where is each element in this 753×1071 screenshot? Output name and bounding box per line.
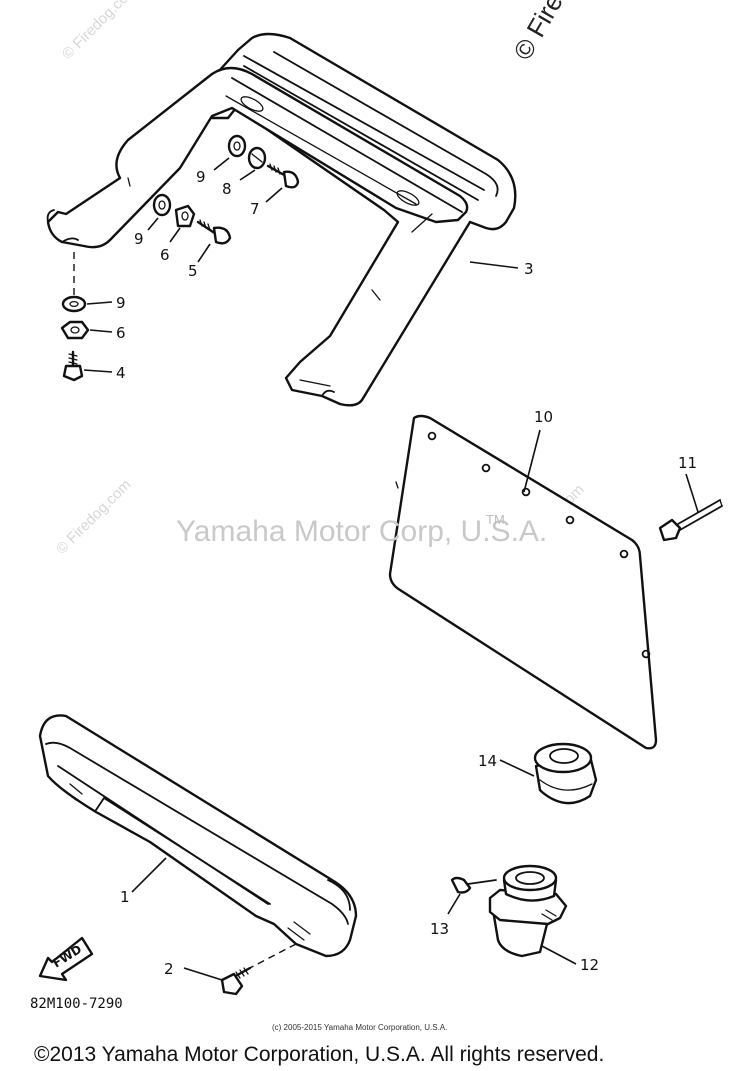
callout-13: 13 [430, 920, 449, 938]
firedog-watermark-top-left: © Firedog.com [59, 0, 141, 63]
callout-4: 4 [116, 364, 126, 382]
part-14-grommet [533, 742, 598, 805]
leader-6-lower [89, 329, 113, 333]
leader-11 [685, 473, 699, 513]
footer-copyright: ©2013 Yamaha Motor Corporation, U.S.A. A… [34, 1043, 604, 1066]
callout-9-upper: 9 [196, 168, 206, 186]
trademark-mark: TM [486, 512, 505, 527]
callout-8: 8 [222, 180, 232, 198]
part-1-front-guard [38, 714, 358, 958]
callout-3: 3 [524, 260, 534, 278]
part-13-plug [450, 876, 497, 894]
part-12-bushing [488, 864, 568, 958]
callout-11: 11 [678, 454, 697, 472]
callout-6-lower: 6 [116, 324, 126, 342]
leader-6-upper [169, 227, 181, 243]
callout-10: 10 [534, 408, 553, 426]
bolt-4 [62, 350, 84, 382]
leader-3 [469, 261, 519, 269]
leader-9-lower [86, 301, 113, 305]
washer-9-lower [61, 295, 87, 313]
lock-washer-8 [247, 146, 267, 170]
firedog-watermark-top-right: © Fire [507, 0, 569, 65]
part-3-rear-bracket [46, 32, 517, 407]
callout-9-mid: 9 [134, 230, 144, 248]
callout-14: 14 [478, 752, 497, 770]
diagram-code: 82M100-7290 [30, 996, 123, 1012]
leader-9-upper [213, 157, 230, 171]
alignment-line-bottom [245, 943, 297, 971]
part-10-mud-flap [388, 414, 658, 750]
part-2-bolt [220, 966, 252, 996]
forward-arrow-icon: FWD [38, 936, 94, 982]
leader-13 [447, 893, 461, 915]
leader-12 [541, 945, 577, 965]
small-copyright: (c) 2005-2015 Yamaha Motor Corporation, … [272, 1023, 447, 1032]
leader-5 [197, 243, 211, 263]
callout-1: 1 [120, 888, 130, 906]
washer-9-upper [227, 134, 247, 158]
leader-4 [83, 369, 113, 373]
leader-8 [239, 169, 256, 181]
firedog-watermark-mid-left: © Firedog.com [53, 476, 135, 558]
nut-6-lower [60, 320, 90, 340]
callout-5: 5 [188, 262, 198, 280]
callout-9-lower: 9 [116, 294, 126, 312]
leader-10 [523, 429, 541, 493]
washer-9-mid [152, 193, 172, 217]
leader-9-mid [147, 217, 159, 231]
callout-6-upper: 6 [160, 246, 170, 264]
part-11-rivet [658, 499, 723, 542]
leader-1 [131, 857, 167, 893]
leader-2 [183, 967, 223, 981]
nut-6-upper [174, 204, 196, 228]
bolt-7 [266, 163, 300, 189]
leader-7 [265, 187, 283, 203]
bolt-5 [196, 219, 232, 245]
yamaha-watermark: Yamaha Motor Corp, U.S.A. [176, 515, 547, 548]
callout-7: 7 [250, 200, 260, 218]
callout-2: 2 [164, 960, 174, 978]
leader-14 [499, 759, 535, 777]
callout-12: 12 [580, 956, 599, 974]
